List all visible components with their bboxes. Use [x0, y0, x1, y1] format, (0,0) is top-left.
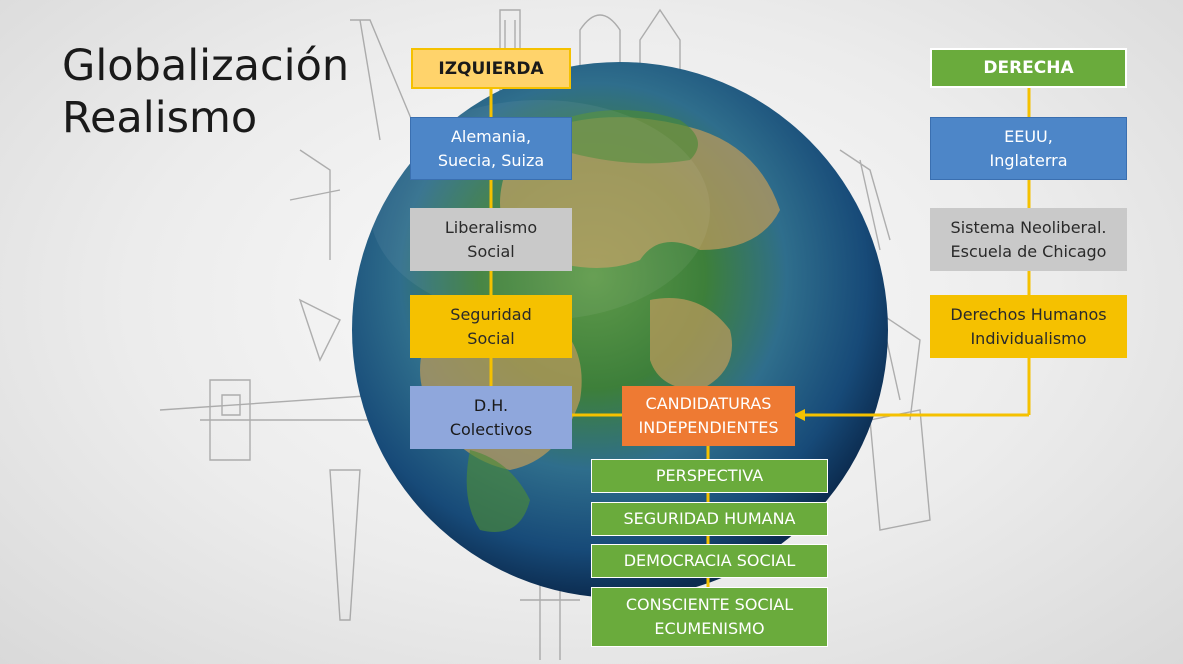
box-candidaturas: CANDIDATURAS INDEPENDIENTES: [622, 386, 795, 446]
box-text-line: EEUU,: [1004, 126, 1053, 146]
box-seguridad-humana: SEGURIDAD HUMANA: [591, 502, 828, 536]
box-perspectiva: PERSPECTIVA: [591, 459, 828, 493]
box-text-line: INDEPENDIENTES: [638, 418, 779, 437]
box-derechos-humanos: Derechos Humanos Individualismo: [930, 295, 1127, 358]
box-text-line: ECUMENISMO: [654, 619, 765, 638]
box-neoliberal: Sistema Neoliberal. Escuela de Chicago: [930, 208, 1127, 271]
box-text-line: Liberalismo: [444, 217, 538, 237]
box-text-line: Derechos Humanos: [950, 304, 1107, 324]
derecha-header: DERECHA: [930, 48, 1127, 88]
box-text-line: Suecia, Suiza: [437, 150, 545, 170]
slide-title: Globalización Realismo: [62, 40, 349, 144]
izquierda-label: IZQUIERDA: [438, 58, 544, 79]
box-dh-colectivos: D.H. Colectivos: [410, 386, 572, 449]
box-text-line: D.H.: [473, 395, 509, 415]
box-text-line: Social: [467, 328, 515, 348]
box-text-line: Individualismo: [970, 328, 1087, 348]
box-text-line: SEGURIDAD HUMANA: [623, 509, 796, 528]
title-line-2: Realismo: [62, 93, 258, 143]
box-alemania: Alemania, Suecia, Suiza: [410, 117, 572, 180]
izquierda-header: IZQUIERDA: [411, 48, 571, 89]
box-text-line: DEMOCRACIA SOCIAL: [623, 551, 796, 570]
box-eeuu: EEUU, Inglaterra: [930, 117, 1127, 180]
arrow-head: [793, 409, 805, 421]
globe-vegetation: [466, 110, 698, 532]
box-liberalismo: Liberalismo Social: [410, 208, 572, 271]
box-text-line: Social: [467, 241, 515, 261]
box-text-line: CONSCIENTE SOCIAL: [625, 595, 794, 614]
box-text-line: PERSPECTIVA: [655, 466, 764, 485]
title-line-1: Globalización: [62, 41, 350, 91]
box-seguridad-social: Seguridad Social: [410, 295, 572, 358]
box-democracia-social: DEMOCRACIA SOCIAL: [591, 544, 828, 578]
derecha-label: DERECHA: [983, 58, 1074, 78]
box-text-line: Colectivos: [449, 419, 533, 439]
box-text-line: Sistema Neoliberal.: [950, 217, 1107, 237]
box-consciente-social: CONSCIENTE SOCIAL ECUMENISMO: [591, 587, 828, 647]
box-text-line: Alemania,: [450, 126, 532, 146]
box-text-line: Seguridad: [450, 304, 532, 324]
box-text-line: CANDIDATURAS: [645, 394, 772, 413]
box-text-line: Inglaterra: [989, 150, 1068, 170]
box-text-line: Escuela de Chicago: [950, 241, 1107, 261]
